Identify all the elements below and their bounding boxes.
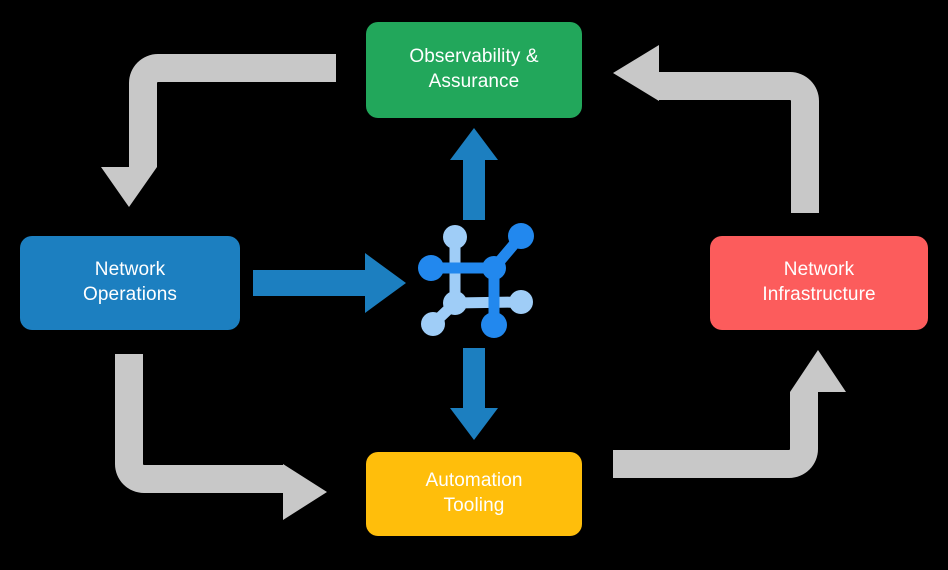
node-network-operations-label: Network Operations (83, 259, 177, 305)
node-observability-assurance[interactable]: Observability & Assurance (366, 22, 582, 118)
arrow-center-to-observability (450, 128, 498, 220)
node-network-infrastructure-label: Network Infrastructure (762, 259, 876, 305)
arrow-automation-tooling-to-network-infrastructure (613, 350, 846, 478)
node-automation-tooling-label: Automation Tooling (425, 470, 523, 516)
node-observability-assurance-label: Observability & Assurance (409, 46, 539, 92)
arrow-network-operations-to-automation-tooling (115, 354, 327, 520)
arrow-network-operations-to-center (253, 253, 406, 313)
arrow-observability-to-network-operations (101, 54, 336, 207)
network-mesh-icon (418, 223, 534, 338)
arrow-center-to-automation-tooling (450, 348, 498, 440)
arrow-network-infrastructure-to-observability (613, 45, 819, 213)
node-automation-tooling[interactable]: Automation Tooling (366, 452, 582, 536)
node-network-infrastructure[interactable]: Network Infrastructure (710, 236, 928, 330)
node-network-operations[interactable]: Network Operations (20, 236, 240, 330)
